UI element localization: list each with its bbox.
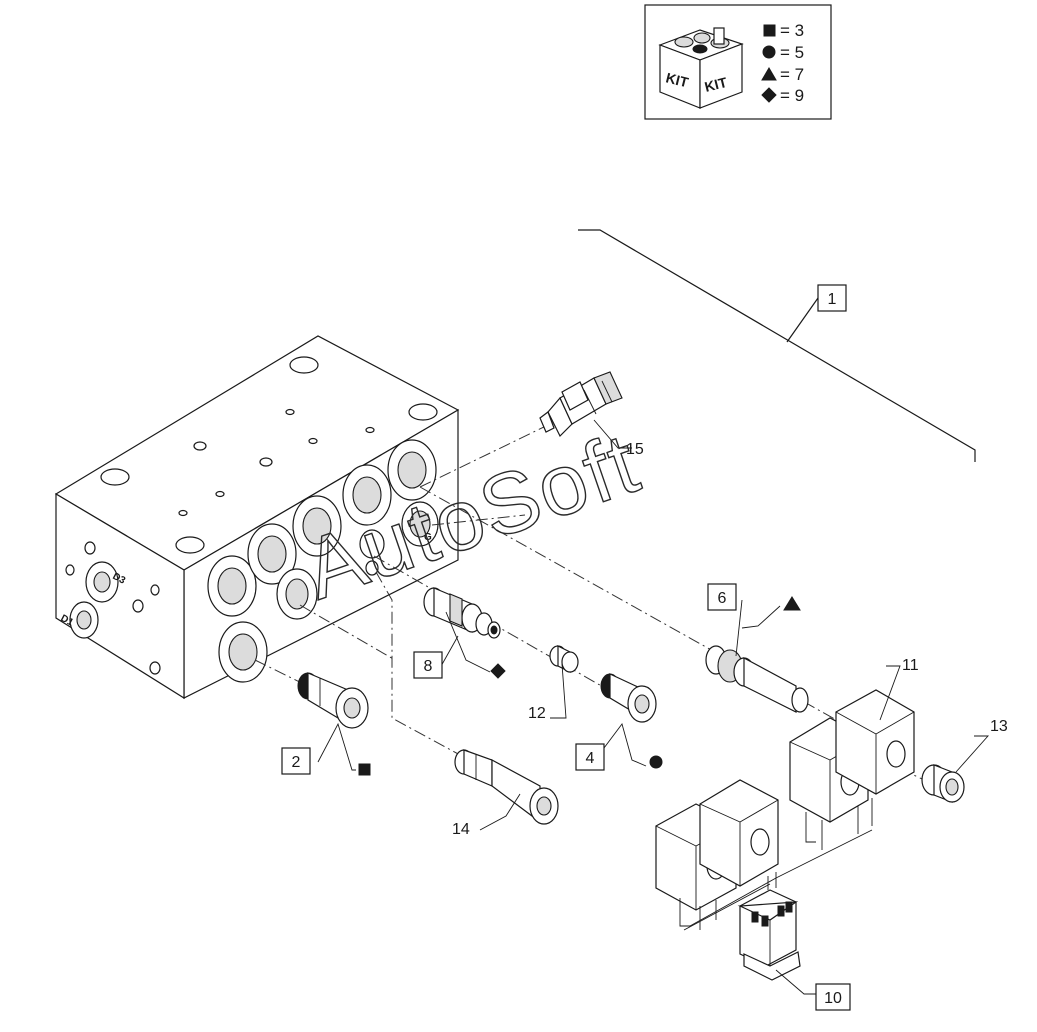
top-holes <box>100 356 438 554</box>
svg-text:4: 4 <box>586 750 595 767</box>
triangle-symbol-icon <box>761 67 777 81</box>
port-label-d3: D3 <box>111 571 128 587</box>
leader-lines <box>317 419 990 995</box>
part-15-sensor <box>539 371 623 438</box>
svg-text:13: 13 <box>990 718 1008 735</box>
front-cavities <box>207 439 439 683</box>
circle-marker-icon <box>649 755 663 769</box>
kit-label-right: KIT <box>703 74 729 95</box>
callout-1[interactable]: 1 <box>817 284 847 312</box>
part-13-cap <box>921 764 965 803</box>
kit-entry-diamond: = 9 <box>780 86 804 105</box>
kit-label-left: KIT <box>664 69 690 90</box>
part-4-cartridge <box>600 673 657 723</box>
coils-lower <box>655 779 873 931</box>
svg-text:1: 1 <box>828 291 837 308</box>
kit-markers <box>358 596 801 776</box>
part-6-spool <box>705 645 809 713</box>
svg-text:15: 15 <box>626 441 644 458</box>
kit-box-icon: KIT KIT <box>658 27 744 109</box>
callout-8[interactable]: 8 <box>413 651 443 679</box>
callout-2[interactable]: 2 <box>281 747 311 775</box>
kit-entry-square: = 3 <box>780 21 804 40</box>
callout-15[interactable]: 15 <box>626 441 644 458</box>
part-12-plug <box>549 645 579 673</box>
svg-text:2: 2 <box>292 754 301 771</box>
port-label-g: G <box>424 532 432 543</box>
callout-14[interactable]: 14 <box>452 821 470 838</box>
svg-text:8: 8 <box>424 658 433 675</box>
part-10-connector <box>737 872 801 981</box>
callout-12[interactable]: 12 <box>528 705 546 722</box>
svg-text:11: 11 <box>902 657 919 674</box>
svg-text:12: 12 <box>528 705 546 722</box>
square-symbol-icon <box>763 24 776 37</box>
part-8-cartridge <box>423 587 501 639</box>
circle-symbol-icon <box>762 45 776 59</box>
callout-13[interactable]: 13 <box>990 718 1008 735</box>
callout-4[interactable]: 4 <box>575 743 605 771</box>
diamond-marker-icon <box>490 663 506 679</box>
callout-11[interactable]: 11 <box>902 657 919 674</box>
kit-entry-circle: = 5 <box>780 43 804 62</box>
callouts: 1 15 8 12 4 2 14 6 11 13 <box>281 284 1008 1011</box>
part-2-cartridge <box>297 672 369 729</box>
callout-6[interactable]: 6 <box>707 583 737 611</box>
port-label-d1: D1 <box>59 613 76 629</box>
kit-legend-entries: = 3 = 5 = 7 = 9 <box>761 21 804 105</box>
part-11-coils-upper <box>789 689 915 850</box>
svg-text:6: 6 <box>718 590 727 607</box>
callout-10[interactable]: 10 <box>815 983 851 1011</box>
valve-block: D3 D1 G <box>54 335 460 700</box>
svg-text:10: 10 <box>824 990 842 1007</box>
diamond-symbol-icon <box>761 87 777 103</box>
end-face-ports <box>65 541 161 675</box>
kit-entry-triangle: = 7 <box>780 65 804 84</box>
kit-legend: KIT KIT = 3 = 5 = 7 = 9 <box>644 4 832 120</box>
svg-text:14: 14 <box>452 821 470 838</box>
part-14-sensor <box>454 749 559 825</box>
square-marker-icon <box>358 763 371 776</box>
triangle-marker-icon <box>783 596 801 611</box>
assembly-bracket <box>578 229 976 462</box>
